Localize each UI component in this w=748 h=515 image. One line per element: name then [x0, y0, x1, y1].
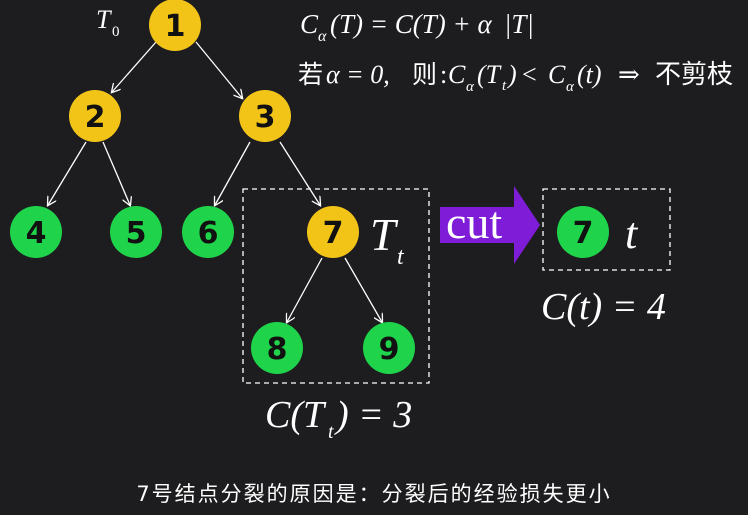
node-circle [69, 90, 121, 142]
formula-1-abs: |T| [504, 9, 534, 39]
subtree-label: T t [370, 209, 405, 270]
formula-2-c2: C [548, 60, 566, 89]
node-circle [307, 206, 359, 258]
node-8: 8 [251, 322, 303, 374]
formula-2-colon: : [440, 60, 447, 89]
node-label: 4 [26, 216, 47, 251]
node-circle [239, 90, 291, 142]
node-4: 4 [10, 206, 62, 258]
formula-2-c1-close: ) [506, 60, 517, 89]
pruned-box [542, 188, 671, 271]
subtree-cost-rhs: ) = 3 [334, 394, 412, 436]
formula-2-result: 不剪枝 [655, 60, 733, 90]
node-2: 2 [69, 90, 121, 142]
subtree-label-sub: t [397, 244, 405, 270]
formula-2-alpha: α = 0, [326, 60, 390, 89]
node-circle [149, 0, 201, 51]
formula-2-then: 则 [412, 60, 437, 89]
node-7: 7 [307, 206, 359, 258]
formula-2-implies: ⇒ [618, 60, 640, 89]
formula-2-c1-arg-sub: t [502, 78, 507, 94]
tree-edges [48, 41, 382, 322]
pruned-cost: C(t) = 4 [541, 286, 666, 328]
edge-1-3 [195, 41, 242, 98]
edge-7-8 [287, 257, 323, 322]
edge-2-4 [48, 141, 87, 205]
formula-2-lt: < [522, 60, 537, 89]
edge-2-5 [102, 141, 130, 205]
node-circle [182, 206, 234, 258]
node-circle [363, 322, 415, 374]
node-1: 1 [149, 0, 201, 51]
node-label: 5 [126, 216, 147, 251]
formula-1-c: C [300, 9, 319, 39]
edge-7-9 [344, 257, 382, 322]
node-label: 2 [85, 100, 106, 135]
node-label: 8 [267, 332, 288, 367]
node-5: 5 [110, 206, 162, 258]
node-3: 3 [239, 90, 291, 142]
cut-arrow-label: cut [446, 197, 502, 248]
node-circle [10, 206, 62, 258]
subtree-label-main: T [370, 209, 399, 260]
edge-3-6 [215, 141, 251, 205]
node-label: 7 [573, 216, 594, 251]
cut-arrow-shape [440, 186, 540, 264]
root-label-sub: 0 [112, 24, 120, 40]
edge-3-7 [279, 141, 320, 205]
node-circle [110, 206, 162, 258]
pruned-node: 7 t [557, 206, 639, 258]
tree-nodes: 1 2 3 4 5 6 7 [10, 0, 415, 374]
edge-1-2 [112, 41, 157, 92]
node-circle [251, 322, 303, 374]
formula-2-prefix: 若 [298, 60, 323, 89]
formula-2-c1-sub: α [466, 79, 475, 95]
formula-1-body: (T) = C(T) + α [330, 9, 492, 39]
node-label: 9 [379, 332, 400, 367]
formula-2-c1: C [448, 60, 466, 89]
node-6: 6 [182, 206, 234, 258]
root-label: T 0 [96, 5, 120, 40]
subtree-cost-lhs: C(T [265, 394, 327, 436]
formula-2-c2-sub: α [566, 79, 575, 95]
cut-arrow: cut [440, 186, 540, 264]
formula-line-2: 若 α = 0, 则 : C α (T t ) < C α (t) ⇒ 不剪枝 [298, 60, 733, 95]
formula-2-c1-arg: (T [477, 60, 502, 89]
node-9: 9 [363, 322, 415, 374]
node-label: 1 [165, 9, 186, 44]
formula-1-c-sub: α [318, 28, 327, 45]
subtree-cost-sub: t [328, 421, 334, 443]
node-label: 7 [323, 216, 344, 251]
pruned-label: t [625, 209, 639, 258]
caption: 7号结点分裂的原因是：分裂后的经验损失更小 [136, 482, 612, 506]
node-circle [557, 206, 609, 258]
subtree-box [242, 188, 430, 384]
node-label: 3 [255, 100, 276, 135]
formula-2-c2-arg: (t) [577, 60, 602, 89]
formula-line-1: C α (T) = C(T) + α |T| [300, 9, 534, 45]
node-label: 6 [198, 216, 219, 251]
subtree-cost: C(T t ) = 3 [265, 394, 412, 443]
root-label-main: T [96, 5, 112, 34]
